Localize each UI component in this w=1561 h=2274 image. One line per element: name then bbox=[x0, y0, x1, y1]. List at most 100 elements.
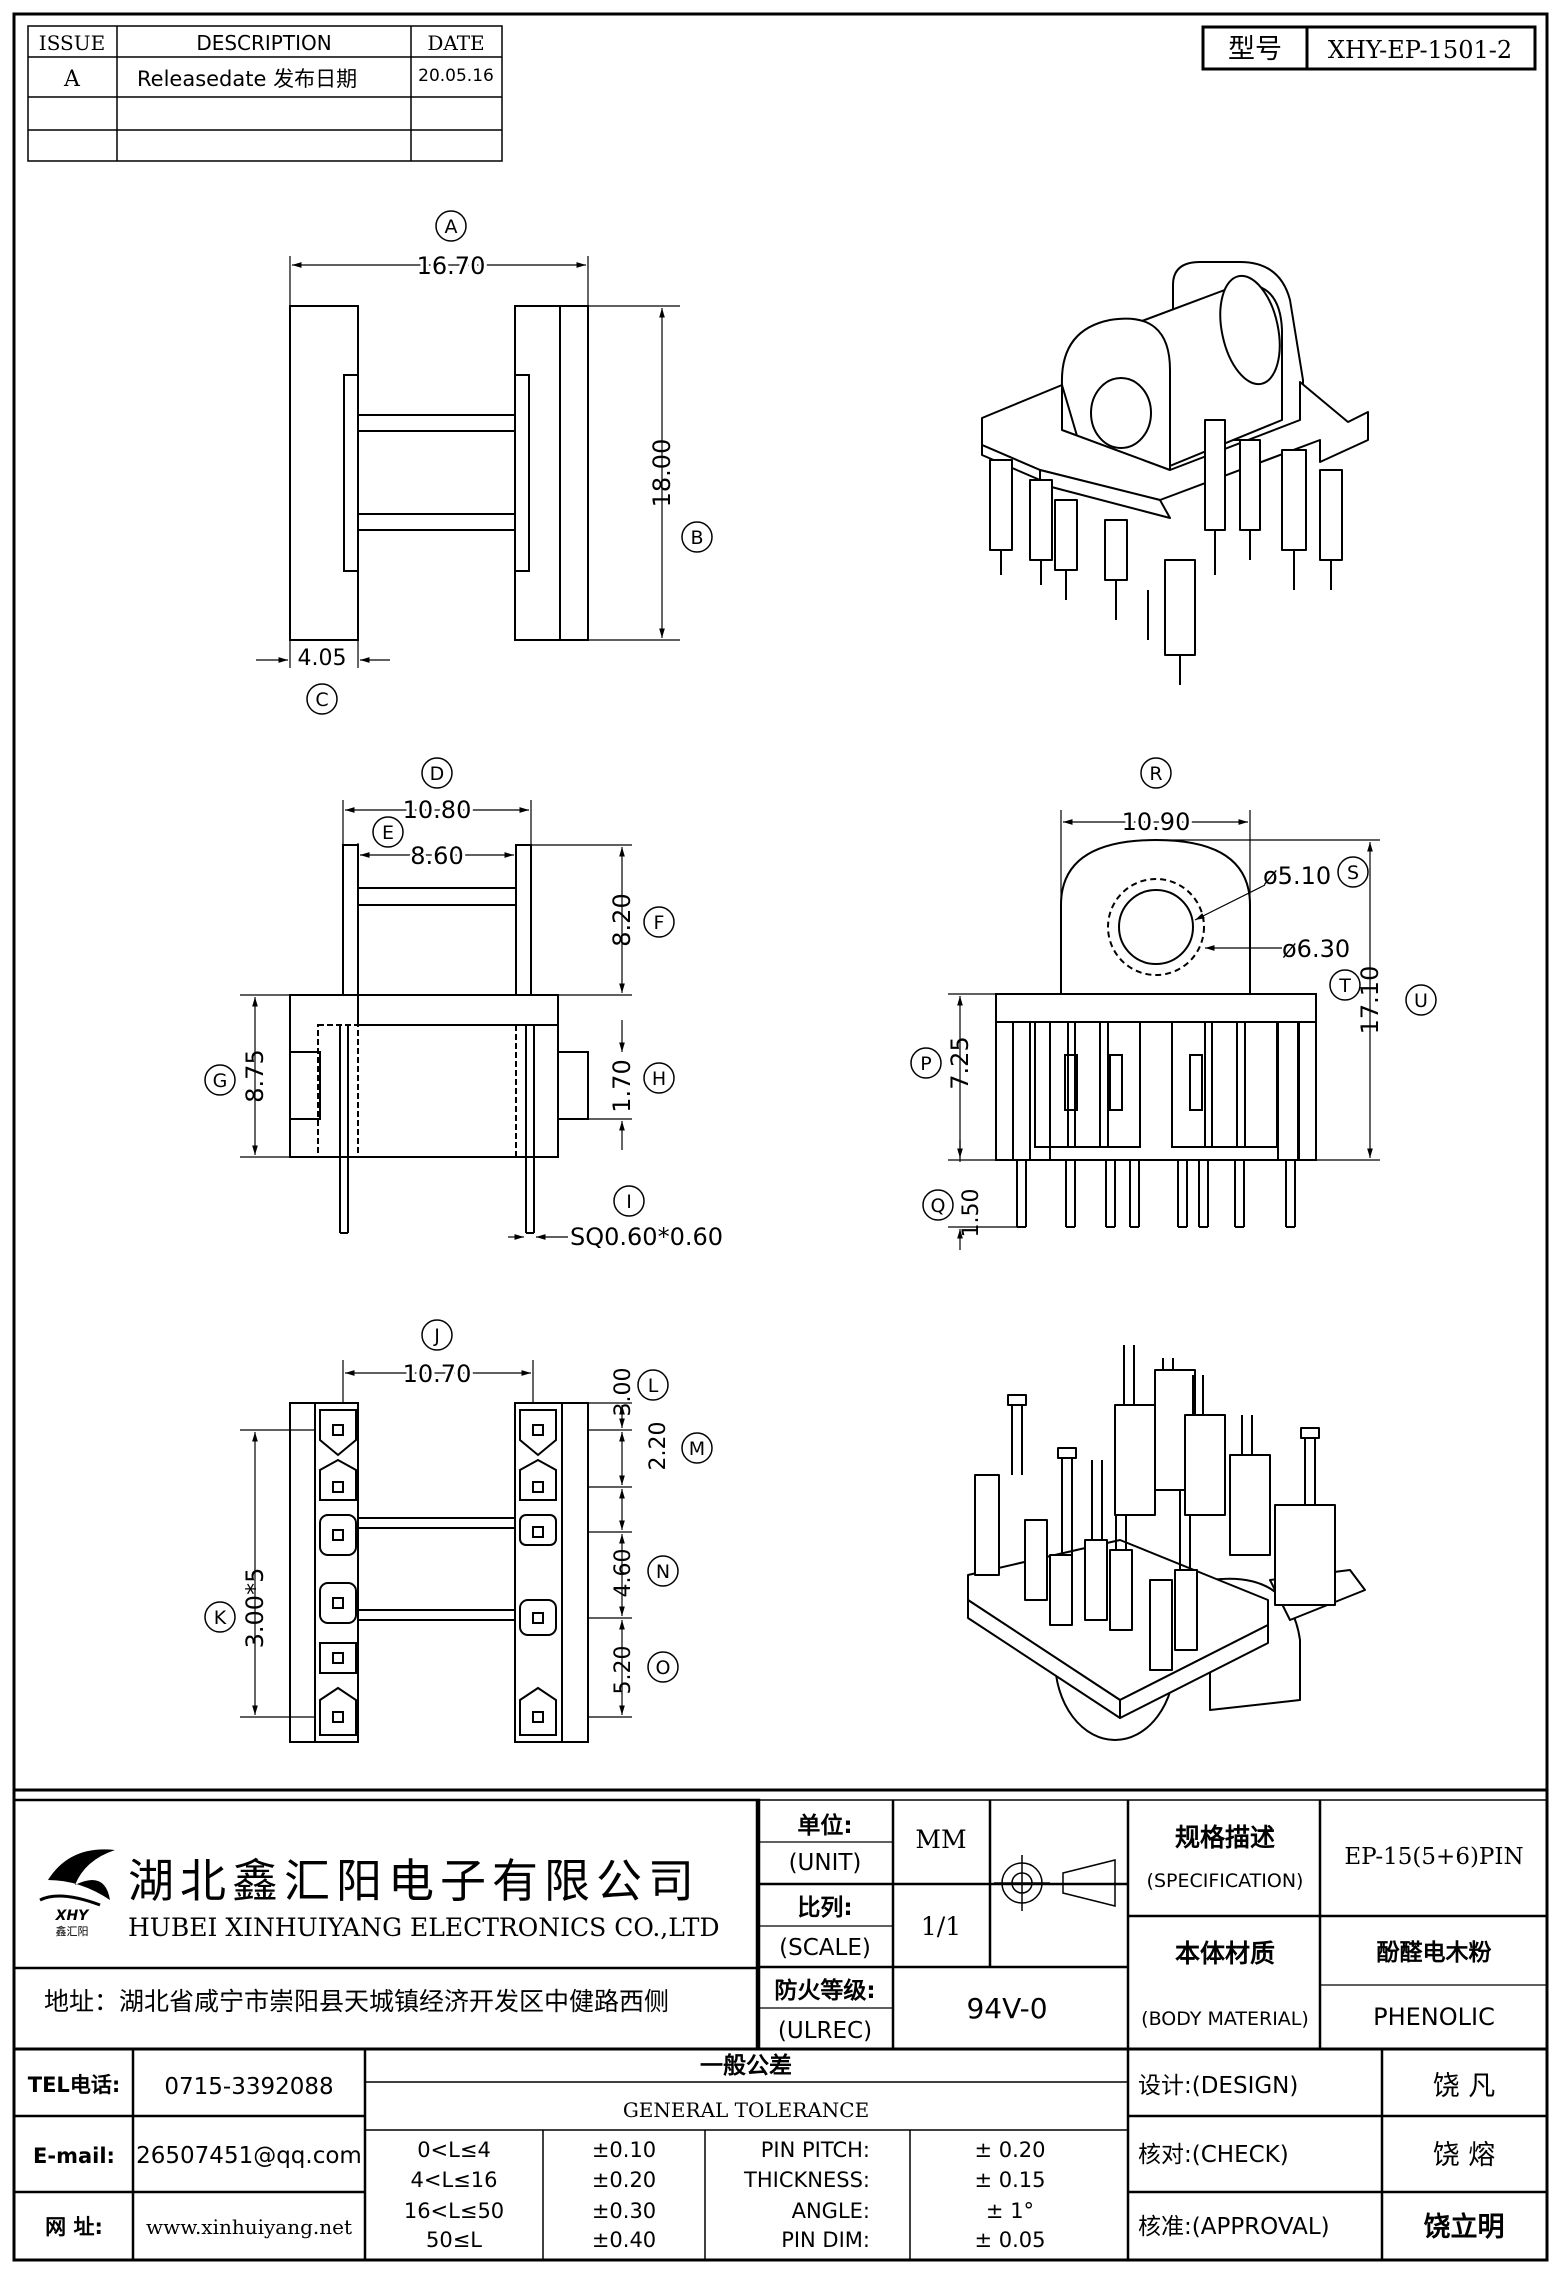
callout-h-circle bbox=[643, 1062, 675, 1094]
callout-j: J bbox=[433, 1325, 440, 1347]
tol-row-2-value: ± 0.15 bbox=[974, 2168, 1045, 2192]
design-label: 设计:(DESIGN) bbox=[1138, 2073, 1298, 2099]
dim-u: 17.10 bbox=[1356, 966, 1384, 1035]
callout-l-circle bbox=[637, 1369, 669, 1401]
tol-row-2-range: 4<L≤16 bbox=[411, 2168, 498, 2192]
callout-c-circle bbox=[306, 683, 338, 715]
iso-view-top bbox=[981, 261, 1369, 685]
callout-m-circle bbox=[681, 1432, 713, 1464]
approval-label: 核准:(APPROVAL) bbox=[1138, 2214, 1330, 2240]
tol-row-3-range: 16<L≤50 bbox=[404, 2199, 504, 2223]
tol-row-1-item: PIN PITCH: bbox=[761, 2138, 870, 2162]
dim-d: 10.80 bbox=[403, 796, 472, 824]
dim-e: 8.60 bbox=[410, 842, 463, 870]
spec-value: EP-15(5+6)PIN bbox=[1344, 1844, 1523, 1870]
callout-a: A bbox=[445, 216, 458, 238]
tel-value: 0715-3392088 bbox=[164, 2074, 333, 2100]
model-label: 型号 bbox=[1228, 34, 1282, 65]
spec-label-cn: 规格描述 bbox=[1175, 1823, 1275, 1852]
dim-o: 5.20 bbox=[611, 1646, 636, 1695]
front-view bbox=[948, 810, 1380, 1250]
rev-row-1-description: Releasedate 发布日期 bbox=[137, 67, 357, 91]
tol-row-3-item: ANGLE: bbox=[792, 2199, 870, 2223]
tol-row-1-range: 0<L≤4 bbox=[417, 2138, 491, 2162]
dim-c: 4.05 bbox=[298, 646, 347, 671]
callout-k-circle bbox=[204, 1601, 236, 1633]
material-label-cn: 本体材质 bbox=[1175, 1939, 1275, 1968]
iso-view-bottom bbox=[967, 1345, 1366, 1741]
email-value: 26507451@qq.com bbox=[136, 2143, 362, 2169]
company-name-en: HUBEI XINHUIYANG ELECTRONICS CO.,LTD bbox=[128, 1913, 720, 1942]
dim-s: ø5.10 bbox=[1263, 862, 1331, 890]
web-label: 网 址: bbox=[45, 2215, 103, 2239]
material-value-en: PHENOLIC bbox=[1373, 2003, 1495, 2031]
model-value: XHY-EP-1501-2 bbox=[1328, 36, 1512, 64]
callout-e: E bbox=[382, 822, 394, 844]
tolerance-title-cn: 一般公差 bbox=[700, 2052, 792, 2079]
callout-s-circle bbox=[1337, 856, 1369, 888]
scale-label-cn: 比列: bbox=[797, 1895, 852, 1921]
material-label-en: (BODY MATERIAL) bbox=[1141, 2008, 1309, 2030]
tol-row-3-value: ± 1° bbox=[986, 2199, 1034, 2223]
callout-e-circle bbox=[372, 816, 404, 848]
callout-r: R bbox=[1149, 763, 1162, 785]
dim-r: 10.90 bbox=[1122, 808, 1191, 836]
callout-t-circle bbox=[1329, 969, 1361, 1001]
spec-label-en: (SPECIFICATION) bbox=[1147, 1870, 1304, 1892]
dim-j: 10.70 bbox=[403, 1360, 472, 1388]
ul-label-cn: 防火等级: bbox=[774, 1977, 875, 2004]
callout-n: N bbox=[656, 1561, 670, 1583]
callout-o: O bbox=[656, 1657, 671, 1679]
tol-row-1-value: ± 0.20 bbox=[974, 2138, 1045, 2162]
tol-row-4-item: PIN DIM: bbox=[781, 2228, 870, 2252]
dim-t: ø6.30 bbox=[1282, 935, 1350, 963]
unit-label-cn: 单位: bbox=[797, 1812, 852, 1839]
ul-label-en: (ULREC) bbox=[778, 2018, 872, 2044]
ul-value: 94V-0 bbox=[966, 1992, 1047, 2025]
side-view bbox=[240, 800, 632, 1240]
revision-table bbox=[27, 25, 503, 162]
callout-c: C bbox=[315, 689, 328, 711]
title-block-grid bbox=[12, 1788, 1547, 2260]
scale-label-en: (SCALE) bbox=[779, 1935, 871, 1961]
callout-u: U bbox=[1414, 990, 1428, 1012]
dim-g: 8.75 bbox=[241, 1049, 269, 1102]
rev-row-1-issue: A bbox=[63, 67, 81, 92]
callout-h: H bbox=[652, 1068, 666, 1090]
dim-a: 16.70 bbox=[417, 252, 486, 280]
dim-l: 3.00 bbox=[611, 1368, 636, 1417]
tol-row-3-tol: ±0.30 bbox=[592, 2199, 656, 2223]
callout-j-circle bbox=[421, 1319, 453, 1351]
callout-o-circle bbox=[647, 1651, 679, 1683]
design-value: 饶 凡 bbox=[1433, 2071, 1496, 2102]
check-value: 饶 熔 bbox=[1433, 2140, 1496, 2171]
tel-label: TEL电话: bbox=[28, 2073, 120, 2097]
callout-i-circle bbox=[613, 1185, 645, 1217]
rev-header-issue: ISSUE bbox=[39, 31, 105, 55]
callout-p: P bbox=[920, 1053, 931, 1075]
dim-q: 1.50 bbox=[959, 1189, 984, 1238]
projection-symbol-icon bbox=[994, 1855, 1116, 1911]
tol-row-4-value: ± 0.05 bbox=[974, 2228, 1045, 2252]
dim-f: 8.20 bbox=[608, 893, 636, 946]
model-box bbox=[1201, 25, 1537, 71]
company-address: 地址：湖北省咸宁市崇阳县天城镇经济开发区中健路西侧 bbox=[44, 1987, 669, 2016]
callout-d: D bbox=[430, 763, 445, 785]
web-value: www.xinhuiyang.net bbox=[146, 2215, 352, 2239]
tol-row-4-tol: ±0.40 bbox=[592, 2228, 656, 2252]
material-value-cn: 酚醛电木粉 bbox=[1377, 1940, 1492, 1966]
tol-row-1-tol: ±0.10 bbox=[592, 2138, 656, 2162]
callout-s: S bbox=[1347, 862, 1359, 884]
unit-label-en: (UNIT) bbox=[789, 1850, 862, 1876]
callout-t: T bbox=[1338, 975, 1351, 997]
dim-k: 3.00*5 bbox=[241, 1568, 269, 1649]
callout-u-circle bbox=[1405, 984, 1437, 1016]
callout-q-circle bbox=[922, 1189, 954, 1221]
dim-h: 1.70 bbox=[608, 1059, 636, 1112]
callout-q: Q bbox=[931, 1195, 946, 1217]
company-logo bbox=[39, 1849, 115, 1907]
tol-row-4-range: 50≤L bbox=[426, 2228, 482, 2252]
callout-r-circle bbox=[1140, 757, 1172, 789]
callout-n-circle bbox=[647, 1555, 679, 1587]
